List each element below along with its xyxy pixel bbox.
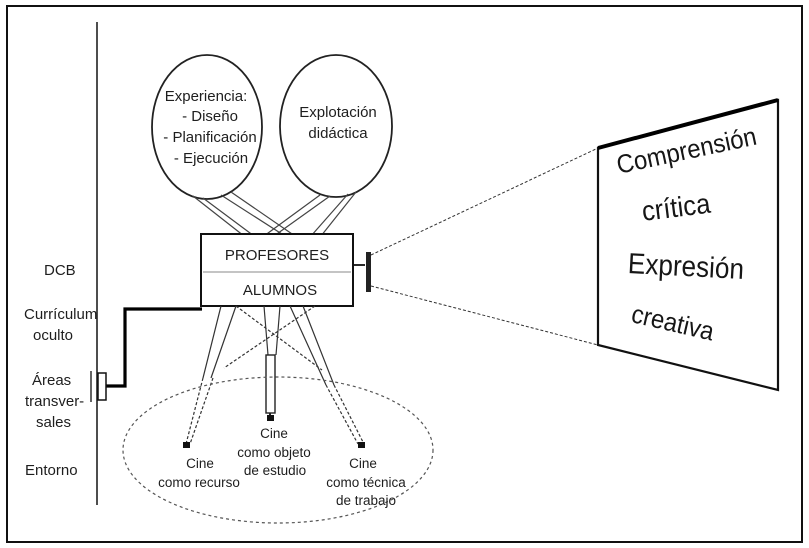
projector-lens [366, 252, 371, 292]
leg-recurso-desc: como recurso [158, 475, 240, 490]
balloon-strings [192, 191, 357, 237]
screen-top-edge [597, 98, 779, 150]
label-areas: Áreas [32, 372, 72, 389]
label-entorno: Entorno [25, 462, 78, 479]
balloon-item-ejecucion: - Ejecución [173, 150, 249, 167]
power-cable [106, 307, 202, 388]
wall-plug [97, 372, 107, 401]
projector-label-profesores: PROFESORES [224, 247, 330, 264]
tripod-legs [185, 305, 365, 445]
leg-recurso-title: Cine [186, 456, 214, 471]
balloon-explotacion [279, 54, 393, 198]
leg-objeto-desc1: como objeto [237, 445, 311, 460]
leg-tecnica-desc1: como técnica [326, 475, 406, 490]
label-transver: transver- [25, 393, 85, 410]
foot-recurso [183, 442, 190, 448]
leg-tecnica-title: Cine [349, 456, 377, 471]
balloon-experiencia-title: Experiencia: [164, 88, 248, 105]
balloon-explotacion-line1: Explotación [299, 104, 377, 121]
label-curriculum: Currículum [24, 306, 98, 323]
foot-tecnica [358, 442, 365, 448]
leg-tecnica-desc2: de trabajo [335, 493, 397, 508]
balloon-item-diseno: - Diseño [182, 108, 238, 125]
beam-top [370, 147, 599, 256]
label-sales: sales [36, 414, 72, 431]
screen-word-expresion: Expresión [627, 248, 745, 287]
foot-objeto [267, 415, 274, 421]
balloon-explotacion-line2: didáctica [308, 125, 368, 142]
ground-ellipse [122, 376, 434, 524]
label-oculto: oculto [33, 327, 74, 344]
outer-frame [6, 5, 803, 543]
projector-label-alumnos: ALUMNOS [242, 282, 318, 299]
projector-box [200, 233, 354, 307]
balloon-experiencia [151, 54, 263, 200]
leg-objeto-desc2: de estudio [243, 463, 307, 478]
beam-bottom [370, 285, 599, 346]
balloon-item-planificacion: - Planificación [163, 129, 257, 146]
leg-objeto-title: Cine [260, 426, 288, 441]
tripod-center-pole [265, 354, 276, 414]
label-dcb: DCB [44, 262, 76, 279]
